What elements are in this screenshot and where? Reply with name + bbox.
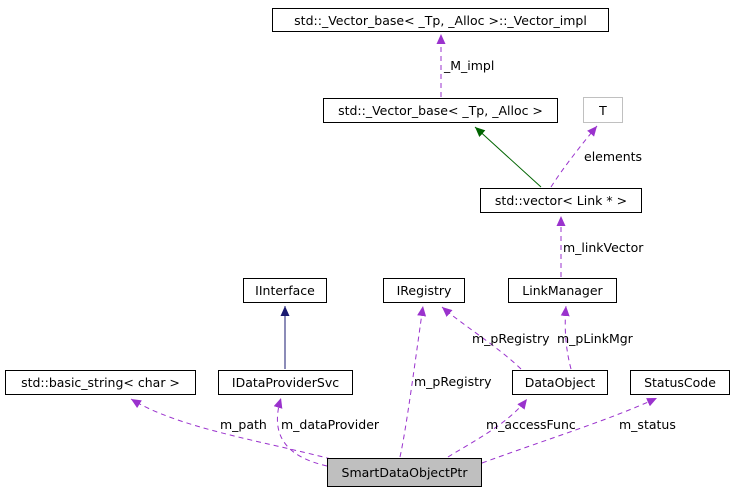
edge-vector-link-to-t (550, 125, 598, 188)
node-vector-link[interactable]: std::vector< Link * > (480, 188, 642, 213)
edge-smart-to-basic-string (130, 398, 332, 460)
edge-label-m-plinkmgr: m_pLinkMgr (557, 331, 633, 346)
node-statuscode[interactable]: StatusCode (630, 370, 730, 395)
edge-dataobject-to-linkmanager (560, 305, 572, 370)
edge-label-m-pregistry-smart: m_pRegistry (414, 374, 492, 389)
edge-smart-to-dataobject (447, 398, 528, 458)
edge-label-m-pregistry-dataobject: m_pRegistry (472, 331, 550, 346)
edge-label-m-accessfunc: m_accessFunc (486, 417, 576, 432)
node-t: T (583, 97, 623, 123)
node-basic-string[interactable]: std::basic_string< char > (5, 370, 196, 395)
node-vector-base[interactable]: std::_Vector_base< _Tp, _Alloc > (323, 98, 558, 123)
node-linkmanager[interactable]: LinkManager (508, 278, 617, 303)
edge-smart-to-iregistry (399, 305, 427, 458)
node-idataprovidersvc[interactable]: IDataProviderSvc (218, 370, 353, 395)
edge-vector-link-to-vector-base (474, 126, 542, 188)
node-iregistry[interactable]: IRegistry (383, 278, 465, 303)
node-vector-impl[interactable]: std::_Vector_base< _Tp, _Alloc >::_Vecto… (272, 8, 609, 32)
edge-label-m-path: m_path (220, 417, 267, 432)
node-smartdataobjectptr: SmartDataObjectPtr (327, 458, 482, 487)
edge-label-elements: elements (584, 149, 643, 164)
edge-label-m-status: m_status (619, 417, 676, 432)
edge-smart-to-idataprovidersvc (273, 397, 328, 467)
edge-label-m-impl: _M_impl (444, 58, 495, 73)
node-iinterface[interactable]: IInterface (243, 278, 327, 303)
edge-smart-to-statuscode (481, 397, 658, 464)
edge-label-m-dataprovider: m_dataProvider (281, 417, 380, 432)
node-dataobject[interactable]: DataObject (512, 370, 608, 395)
edge-label-m-linkvector: m_linkVector (563, 240, 644, 255)
edge-dataobject-to-iregistry (441, 306, 522, 370)
